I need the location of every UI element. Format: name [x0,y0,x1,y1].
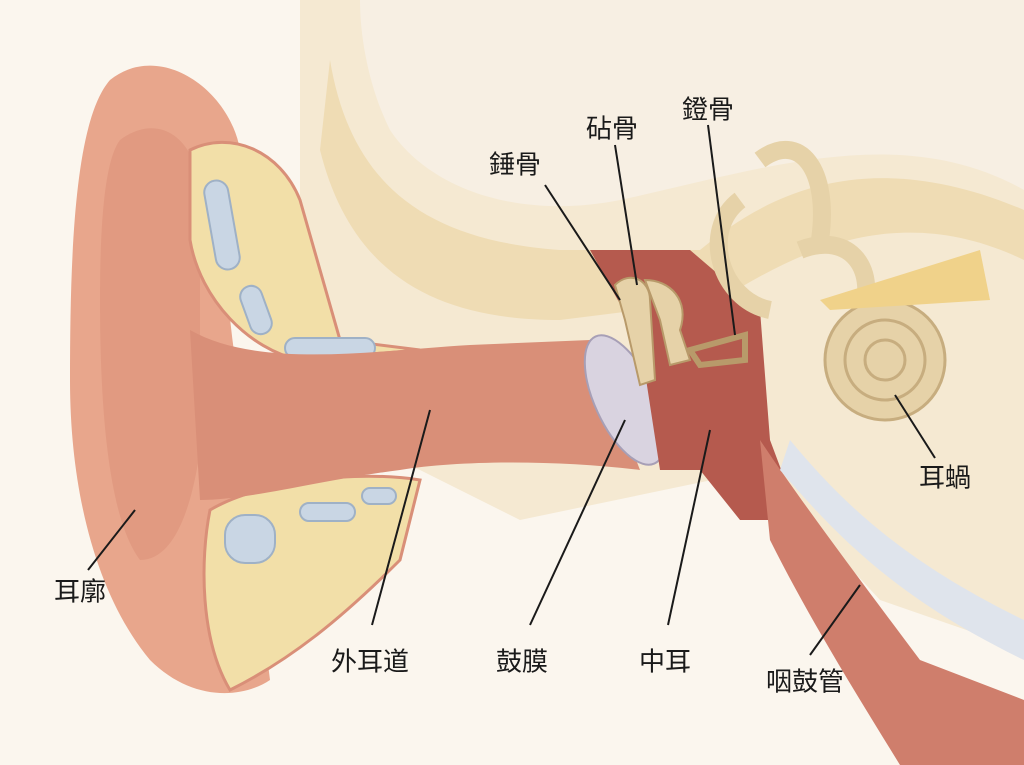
leader-auricle [87,509,136,571]
label-stapes: 鐙骨 [681,95,735,126]
stapes [685,331,748,369]
leader-lines [87,124,936,656]
tube-lining [780,440,1024,660]
leader-ear-canal [371,409,431,626]
auricle-inner-fold [100,128,200,561]
leader-middle-ear [667,429,711,626]
label-eardrum: 鼓膜 [495,647,549,678]
label-ear-canal: 外耳道 [330,647,410,678]
label-auricle: 耳廓 [53,577,107,608]
leader-malleus [544,184,621,301]
label-cochlea: 耳蝸 [918,463,972,494]
leader-incus [614,144,638,286]
leader-eardrum [529,419,626,626]
cochlea [823,298,947,422]
leader-eustachian-tube [809,584,861,656]
spongy-bone-upper [320,60,1024,320]
cranial-cavity [360,0,1024,207]
cochlear-nerve [820,250,990,310]
label-malleus: 錘骨 [488,150,542,181]
leader-cochlea [894,394,936,459]
eustachian-tube [760,440,1024,765]
external-ear-canal [190,330,640,500]
cartilage-blue-plates [203,179,397,564]
leader-stapes [707,124,736,336]
label-eustachian-tube: 咽鼓管 [765,667,845,698]
incus [643,278,692,367]
label-incus: 砧骨 [585,114,639,145]
label-middle-ear: 中耳 [638,647,692,678]
